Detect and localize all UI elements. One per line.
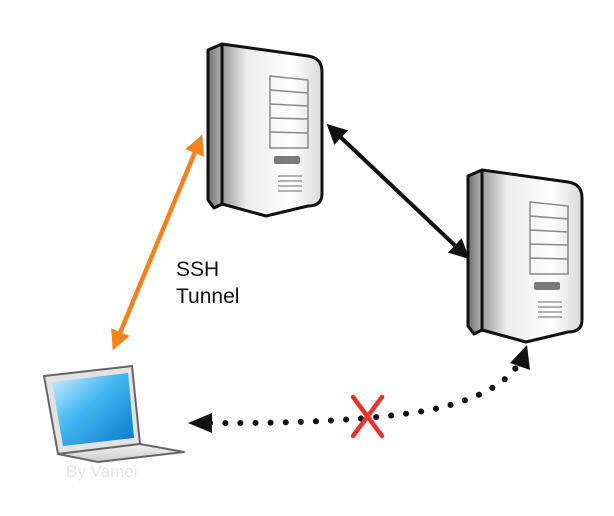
watermark-text: By Vamei (66, 462, 138, 481)
server-top-icon (206, 42, 324, 218)
ssh-label-line1: SSH (176, 258, 220, 281)
ssh-label-line2: Tunnel (176, 285, 240, 308)
server-link-arrow (326, 123, 470, 260)
ssh-tunnel-arrow (111, 134, 204, 351)
blocked-x-icon (350, 394, 385, 439)
server-right-icon (466, 168, 584, 344)
blocked-direct-path (188, 345, 530, 433)
ssh-tunnel-label: SSH Tunnel (176, 256, 239, 310)
laptop-icon (43, 365, 185, 463)
